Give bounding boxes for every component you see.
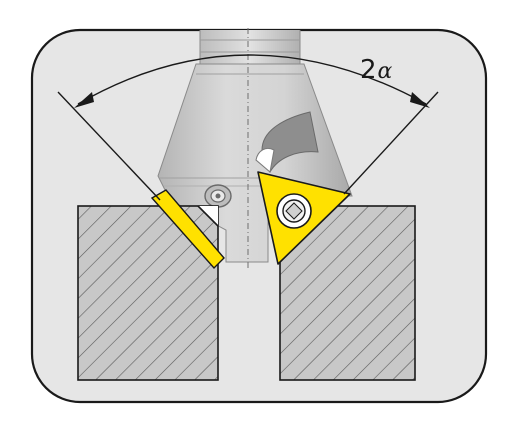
arrow-right (410, 92, 430, 108)
insert-screw-icon (276, 193, 312, 229)
clamp-screw-icon (204, 184, 232, 208)
angle-arc (77, 54, 427, 105)
chip-pocket (261, 111, 319, 174)
insert-left (150, 189, 225, 270)
tool-shank (199, 30, 301, 65)
angle-line-right (343, 91, 439, 195)
angle-label: 2α (360, 55, 393, 85)
arrow-left (74, 92, 94, 108)
angle-line-left (57, 91, 161, 201)
